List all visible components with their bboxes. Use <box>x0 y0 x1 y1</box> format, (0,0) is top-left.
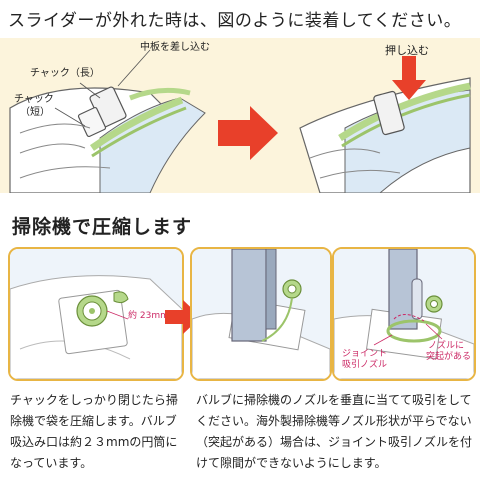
description-left: チャックをしっかり閉じたら掃除機で袋を圧縮します。バルブ吸込み口は約２３mmの円… <box>10 393 178 470</box>
panel-valve: 約 23mm <box>8 247 184 381</box>
arrow-right-icon <box>218 106 278 160</box>
section-title: 掃除機で圧縮します <box>12 216 193 238</box>
joint-nozzle-label-2: 吸引ノズル <box>342 360 388 370</box>
label-zipper-long: チャック（長） <box>30 68 100 79</box>
protrusion-label-2: 突起がある <box>426 352 472 362</box>
label-push-in: 押し込む <box>385 44 429 57</box>
bag-left-illustration <box>9 49 206 193</box>
vacuum-nozzle-icon <box>231 249 267 342</box>
panel-nozzle-vertical <box>190 247 332 381</box>
label-zipper-short-1: チャック <box>14 94 54 105</box>
slider-attach-illustration <box>9 49 471 193</box>
nozzle-vertical-illustration <box>192 249 330 379</box>
label-insert-middle-plate: 中板を差し込む <box>140 42 210 53</box>
protrusion-label-1: ノズルに <box>428 341 465 351</box>
valve-size-label: 約 23mm <box>128 311 169 321</box>
bag-right-illustration <box>299 77 471 193</box>
arrow-down-icon <box>392 56 426 100</box>
panel-joint-nozzle: ジョイント 吸引ノズル ノズルに 突起がある <box>332 247 476 381</box>
description-right: バルブに掃除機のノズルを垂直に当てて吸引をしてください。海外製掃除機等ノズル形状… <box>196 393 473 470</box>
joint-nozzle-illustration <box>334 249 474 379</box>
label-zipper-short-2: （短） <box>20 107 50 118</box>
valve-illustration <box>10 249 182 379</box>
joint-nozzle-label-1: ジョイント <box>342 349 388 359</box>
top-instruction: スライダーが外れた時は、図のように装着してください。 <box>8 11 462 31</box>
